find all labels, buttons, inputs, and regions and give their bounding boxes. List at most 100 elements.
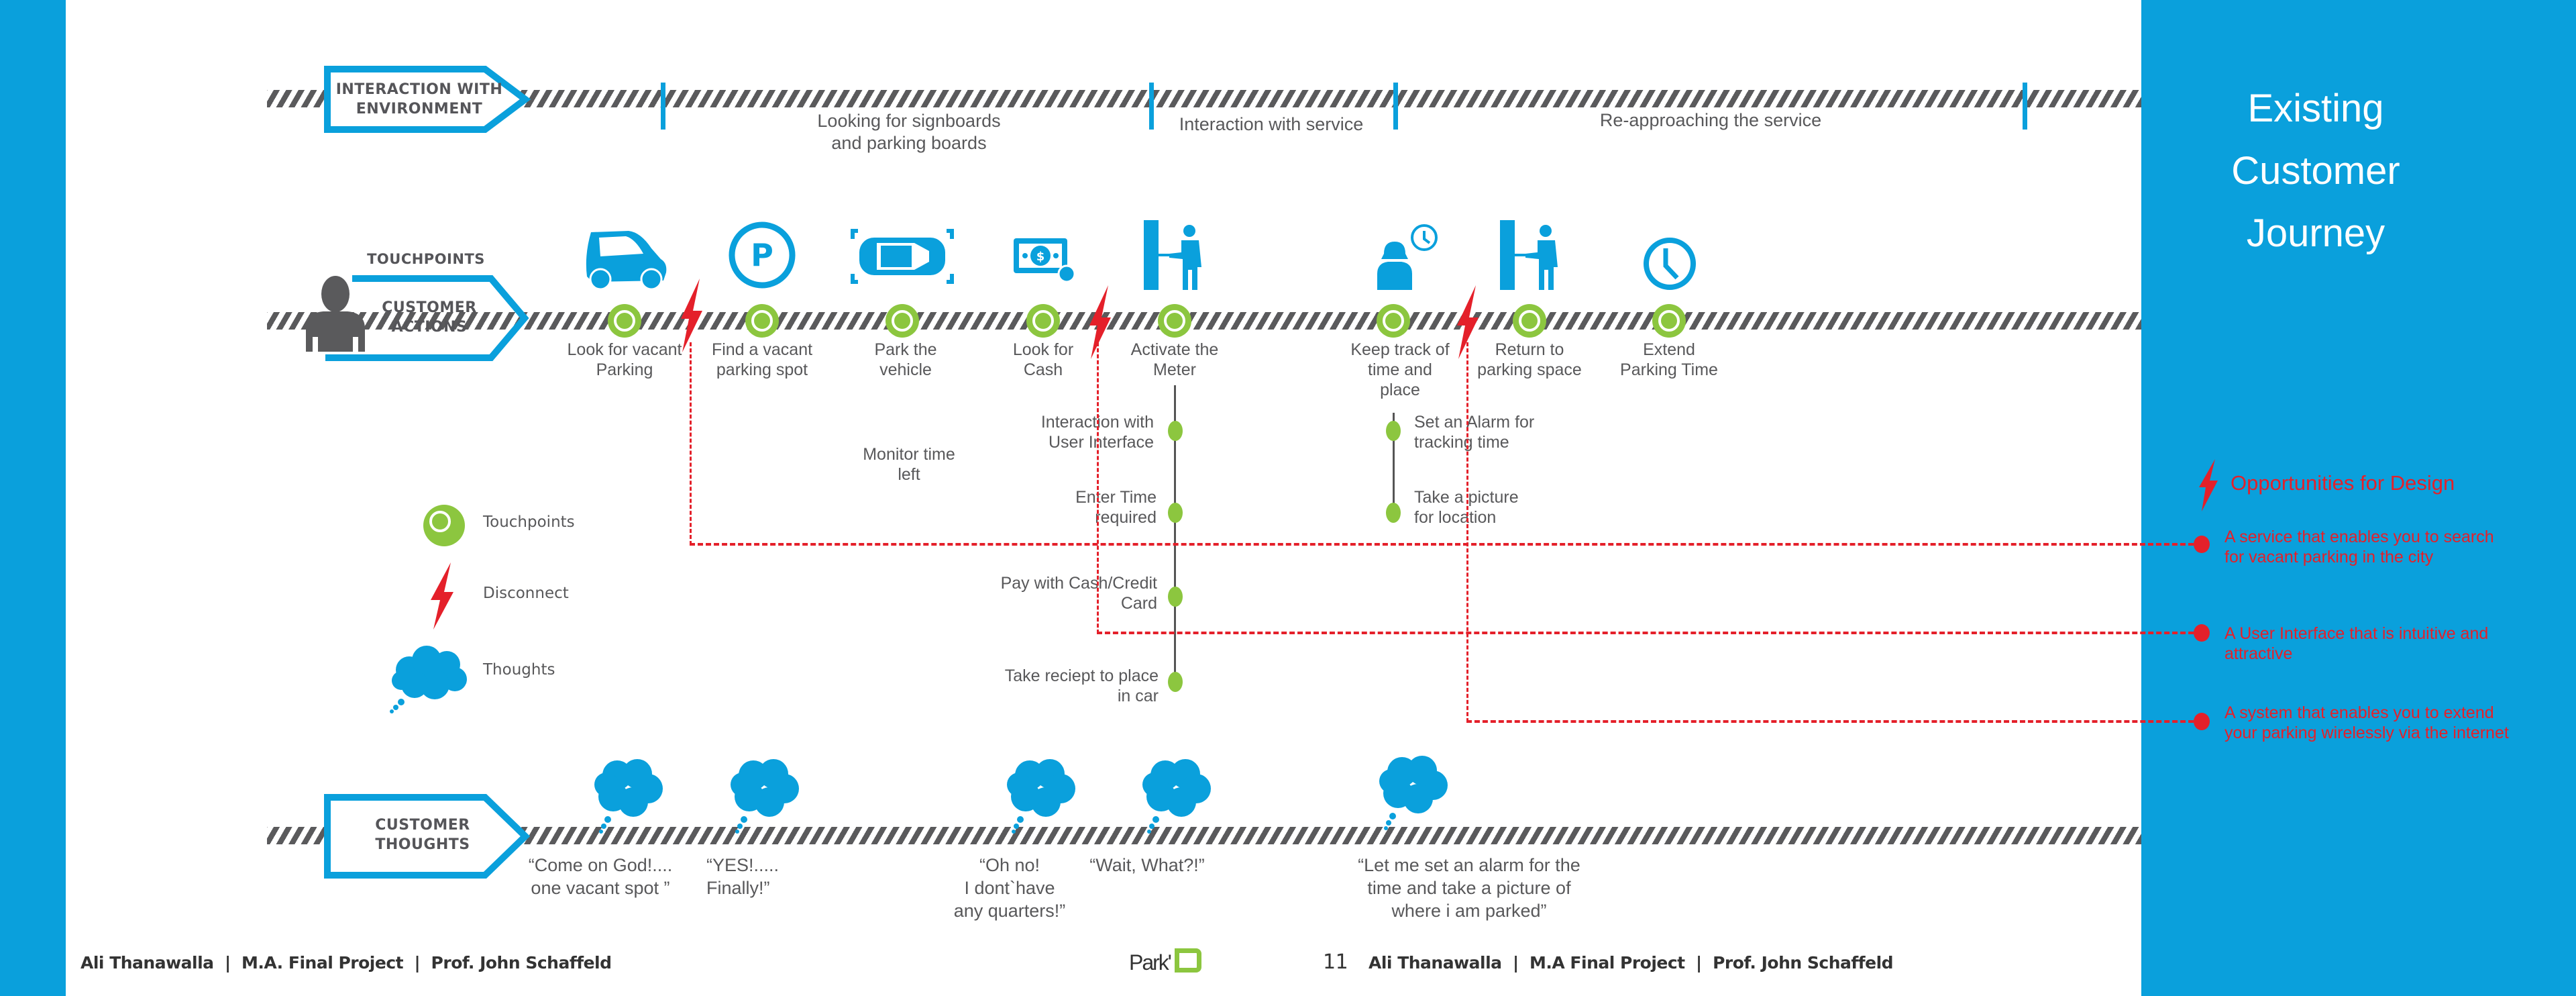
touchpoint-marker	[1377, 304, 1410, 338]
disconnect-icon	[431, 562, 453, 630]
monitor-note: Monitor time left	[842, 444, 976, 485]
label-line: Extend	[1643, 340, 1695, 359]
label-line: I dont`have	[964, 878, 1055, 898]
logo-text: Park'	[1129, 950, 1172, 975]
thought-quote: “YES!..... Finally!”	[706, 854, 807, 899]
lane-label-line: ENVIRONMENT	[356, 101, 483, 117]
disconnect-icon	[681, 279, 702, 352]
touchpoint-marker	[885, 304, 919, 338]
page-number: 11	[1323, 950, 1348, 974]
opportunity-marker	[2194, 624, 2210, 642]
left-margin-strip	[0, 0, 66, 996]
label-line: vehicle	[879, 360, 932, 379]
thought-quote: “Come on God!.... one vacant spot ”	[517, 854, 684, 899]
phase-line: Interaction with service	[1179, 114, 1364, 134]
opportunities-heading: Opportunities for Design	[2231, 471, 2455, 495]
phase-divider	[661, 83, 665, 130]
parking-sign-icon: P	[729, 221, 796, 289]
lane-label-line: ACTIONS	[391, 319, 468, 336]
environment-phase: Re-approaching the service	[1543, 110, 1878, 130]
substep-label: Enter Time required	[953, 487, 1157, 528]
label-line: Parking Time	[1620, 360, 1718, 379]
label-line: Cash	[1023, 360, 1063, 379]
car-icon	[586, 231, 667, 290]
lane-label-line: INTERACTION WITH	[335, 81, 503, 98]
disconnect-icon	[2199, 459, 2218, 511]
label-line: Keep track of	[1350, 340, 1450, 359]
label-line: Park the	[874, 340, 937, 359]
label-line: in car	[1117, 687, 1159, 705]
customer-avatar-icon	[306, 276, 365, 352]
footer-credit-right: Ali Thanawalla | M.A Final Project | Pro…	[1368, 953, 1894, 973]
disconnect-icon	[1089, 285, 1111, 359]
label-line: Meter	[1153, 360, 1196, 379]
substep-node	[1168, 503, 1183, 523]
disconnect-connector	[1097, 632, 2202, 634]
touchpoint-label: Park the vehicle	[839, 340, 973, 380]
substep-node	[1168, 672, 1183, 692]
environment-phase: Looking for signboards and parking board…	[738, 110, 1080, 154]
phase-line: Re-approaching the service	[1599, 110, 1822, 130]
label-line: A system that enables you to extend	[2224, 703, 2494, 722]
parking-meter-person-icon	[1144, 220, 1201, 290]
legend-label: Disconnect	[483, 585, 569, 602]
thought-quote: “Let me set an alarm for the time and ta…	[1328, 854, 1610, 922]
label-line: Look for	[1012, 340, 1074, 359]
lane-label-line: THOUGHTS	[375, 836, 470, 853]
thought-cloud-icon	[1142, 759, 1211, 834]
lane-arrow-shape	[324, 66, 531, 133]
legend-label: Thoughts	[483, 661, 555, 679]
touchpoint-marker	[1652, 304, 1686, 338]
label-line: Look for vacant	[567, 340, 682, 359]
label-line: “Wait, What?!”	[1089, 855, 1205, 875]
label-line: any quarters!”	[953, 901, 1066, 921]
label-line: for location	[1414, 508, 1497, 527]
label-line: Return to	[1495, 340, 1564, 359]
touchpoint-label: Return to parking space	[1462, 340, 1597, 380]
substep-label: Pay with Cash/Credit Card	[953, 573, 1157, 613]
touchpoint-label: Extend Parking Time	[1602, 340, 1736, 380]
thought-quote: “Oh no! I dont`have any quarters!”	[929, 854, 1090, 922]
environment-phase: Interaction with service	[1150, 114, 1392, 134]
thought-quote: “Wait, What?!”	[1073, 854, 1221, 877]
label-line: Set an Alarm for	[1414, 413, 1535, 432]
tracking-substep-line	[1393, 413, 1395, 520]
touchpoint-marker	[608, 304, 641, 338]
touchpoint-label: Activate the Meter	[1108, 340, 1242, 380]
label-line: Card	[1120, 594, 1157, 613]
substep-label: Set an Alarm for tracking time	[1414, 412, 1615, 452]
substep-label: Take reciept to place in car	[953, 666, 1159, 706]
thought-cloud-icon	[594, 759, 663, 834]
thoughts-timeline	[267, 827, 2141, 844]
svg-text:P: P	[751, 237, 773, 273]
label-line: time and	[1368, 360, 1432, 379]
label-line: Enter Time	[1075, 488, 1157, 507]
opportunity-item: A User Interface that is intuitive and a…	[2224, 624, 2573, 664]
touchpoint-label: Look for vacant Parking	[554, 340, 695, 380]
label-line: left	[898, 465, 920, 484]
label-line: attractive	[2224, 644, 2293, 663]
label-line: for vacant parking in the city	[2224, 548, 2434, 566]
label-line: Find a vacant	[711, 340, 813, 359]
label-line: “YES!.....	[706, 855, 780, 875]
phase-divider	[1149, 83, 1154, 130]
phase-divider	[2023, 83, 2027, 130]
label-line: Pay with Cash/Credit	[1000, 574, 1157, 593]
page-title-line: Existing	[2247, 87, 2384, 130]
clock-icon	[1644, 238, 1696, 290]
substep-node	[1386, 503, 1401, 523]
disconnect-connector	[1466, 342, 1468, 722]
touchpoint-marker	[1026, 304, 1060, 338]
phase-line: and parking boards	[831, 133, 987, 153]
substep-node	[1386, 421, 1401, 441]
opportunity-marker	[2194, 536, 2210, 553]
touchpoint-label: Keep track of time and place	[1333, 340, 1467, 400]
parking-meter-person-icon	[1500, 220, 1558, 290]
meter-substep-line	[1174, 385, 1176, 691]
label-line: User Interface	[1048, 433, 1154, 452]
thought-cloud-icon	[390, 646, 467, 713]
phase-line: Looking for signboards	[817, 111, 1001, 131]
touchpoint-icon	[423, 505, 465, 546]
touchpoint-marker	[1513, 304, 1546, 338]
label-line: your parking wirelessly via the internet	[2224, 724, 2509, 742]
